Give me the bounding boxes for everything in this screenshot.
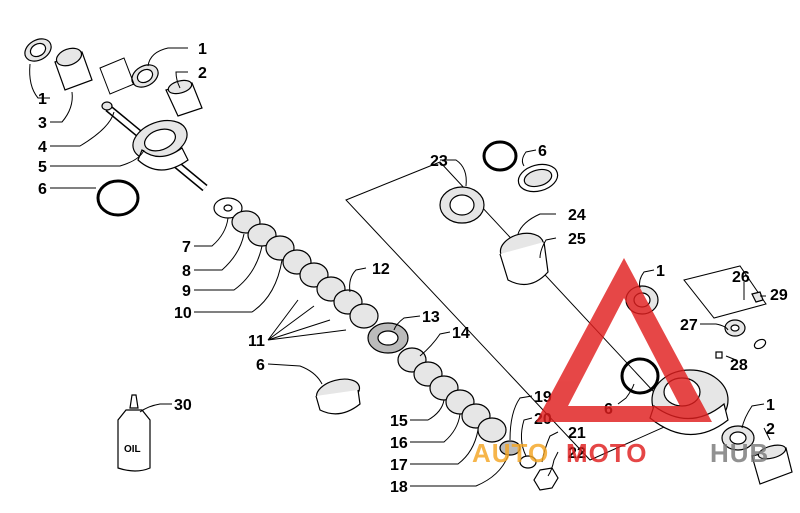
bushing-pair-1-2 [131, 64, 203, 117]
o-ring-6-right [620, 357, 660, 395]
bushing-23 [439, 186, 485, 224]
watermark-logo: AUTO MOTO HUB [472, 258, 769, 468]
bushing-6-lower [315, 378, 361, 415]
label-27: 27 [680, 317, 698, 334]
label-12: 12 [372, 261, 390, 278]
right-frame [683, 265, 767, 319]
label-11: 11 [248, 333, 265, 350]
oil-bottle-30: OIL [117, 394, 151, 472]
leader-lines [29, 47, 771, 487]
label-1-left: 1 [38, 91, 47, 108]
label-30: 30 [174, 397, 192, 414]
label-24: 24 [568, 207, 586, 224]
label-29: 29 [770, 287, 788, 304]
label-10: 10 [174, 305, 192, 322]
bushing-6-top [517, 163, 559, 193]
screw-29 [751, 291, 764, 303]
label-16: 16 [390, 435, 408, 452]
label-28: 28 [730, 357, 748, 374]
label-2-top: 2 [198, 65, 207, 82]
watermark-triangle [536, 258, 712, 422]
label-6-mid: 6 [256, 357, 265, 374]
label-7: 7 [182, 239, 191, 256]
label-15: 15 [390, 413, 408, 430]
oil-text: OIL [124, 444, 141, 455]
label-9: 9 [182, 283, 191, 300]
label-1-top: 1 [198, 41, 207, 58]
o-ring-6-top [482, 140, 518, 172]
housing-5 [132, 119, 189, 171]
label-14: 14 [452, 325, 470, 342]
label-18: 18 [390, 479, 408, 496]
label-5: 5 [38, 159, 47, 176]
label-13: 13 [422, 309, 440, 326]
label-21: 21 [568, 425, 586, 442]
top-bushing-1 [24, 38, 52, 62]
label-6-top: 6 [538, 143, 547, 160]
sleeve-24-25 [499, 232, 549, 286]
watermark-text-hub: HUB [710, 438, 769, 468]
spring-28 [753, 338, 767, 350]
label-17: 17 [390, 457, 408, 474]
label-22: 22 [568, 445, 586, 462]
watermark-text-auto: AUTO [472, 438, 549, 468]
top-cylinder-3 [54, 47, 93, 91]
washer-stack [213, 197, 559, 491]
label-26: 26 [732, 269, 750, 286]
watermark-text-moto: MOTO [566, 438, 648, 468]
o-ring-6-left [96, 179, 140, 217]
label-2-bottom: 2 [766, 421, 775, 438]
bushing-1-2-right [721, 425, 793, 485]
label-4: 4 [38, 139, 47, 156]
label-25: 25 [568, 231, 586, 248]
label-1-bottom: 1 [766, 397, 775, 414]
label-1-right: 1 [656, 263, 665, 280]
label-6-left: 6 [38, 181, 47, 198]
label-3: 3 [38, 115, 47, 132]
dashed-frame [99, 57, 135, 95]
label-23: 23 [430, 153, 448, 170]
label-8: 8 [182, 263, 191, 280]
valve-27 [715, 319, 746, 359]
